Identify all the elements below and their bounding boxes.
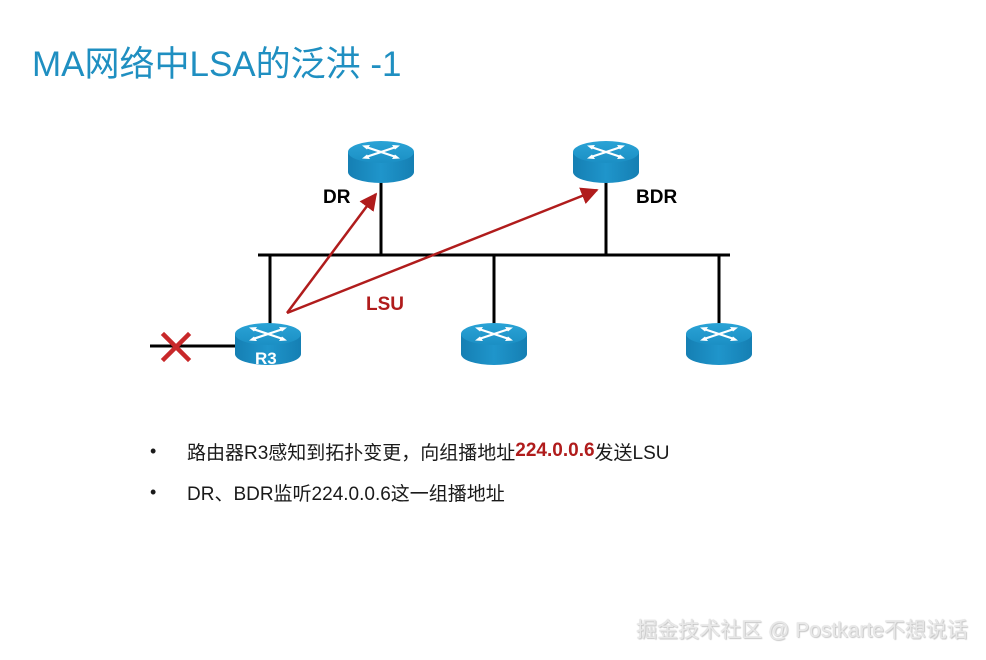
link-failure-x-icon [160, 331, 192, 363]
router-icon [346, 139, 416, 185]
router-label-r3: R3 [255, 349, 277, 368]
bullet-dot-icon: • [150, 481, 157, 502]
router-icon [459, 321, 529, 367]
bullet-dot-icon: • [150, 440, 157, 461]
watermark: 掘金技术社区 @ Postkarte不想说话 [636, 619, 968, 642]
router-label-dr: DR [323, 187, 351, 208]
bullet-text: DR、BDR监听224.0.0.6这一组播地址 [187, 483, 505, 505]
bullet-text-end: 发送LSU [594, 442, 670, 464]
bullet-text: 路由器R3感知到拓扑变更，向组播地址 [187, 442, 516, 464]
lsu-label: LSU [366, 294, 404, 315]
page-title: MA网络中LSA的泛洪 -1 [32, 45, 402, 84]
list-item: • DR、BDR监听224.0.0.6这一组播地址 [150, 477, 670, 507]
multicast-address-highlight: 224.0.0.6 [515, 440, 595, 461]
lsu-arrow-to-bdr [286, 187, 599, 315]
router-label-bdr: BDR [636, 187, 677, 208]
lsu-arrow-to-dr [285, 192, 378, 314]
router-icon [684, 321, 754, 367]
router-icon [571, 139, 641, 185]
